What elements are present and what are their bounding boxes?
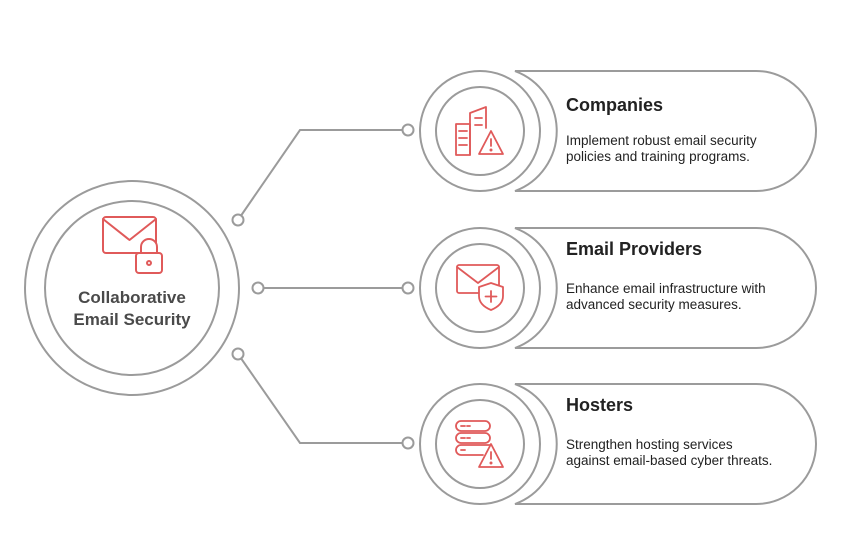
connector-companies: [237, 129, 408, 221]
envelope-lock-icon: [102, 216, 163, 274]
envelope-shield-icon: [456, 264, 504, 311]
center-label-line2: Email Security: [73, 310, 191, 329]
center-hub: [24, 180, 240, 396]
card-companies: [419, 70, 817, 192]
connector-hosters: [237, 353, 408, 444]
building-warning-icon: [455, 106, 504, 156]
connectors: [237, 129, 408, 444]
card-hosters: [419, 383, 817, 505]
card-description-hosters: Strengthen hosting services against emai…: [566, 437, 773, 468]
card-title-companies: Companies: [566, 95, 664, 115]
server-warning-icon: [455, 420, 504, 468]
center-label-line1: Collaborative: [78, 288, 186, 307]
center-label: Collaborative Email Security: [44, 287, 220, 331]
connector-dots: [231, 123, 415, 450]
card-title-hosters: Hosters: [566, 395, 634, 415]
card-description-email-providers: Enhance email infrastructure with advanc…: [566, 281, 766, 312]
card-email-providers: [419, 227, 817, 349]
card-description-companies: Implement robust email security policies…: [566, 133, 757, 164]
card-title-email-providers: Email Providers: [566, 239, 703, 259]
